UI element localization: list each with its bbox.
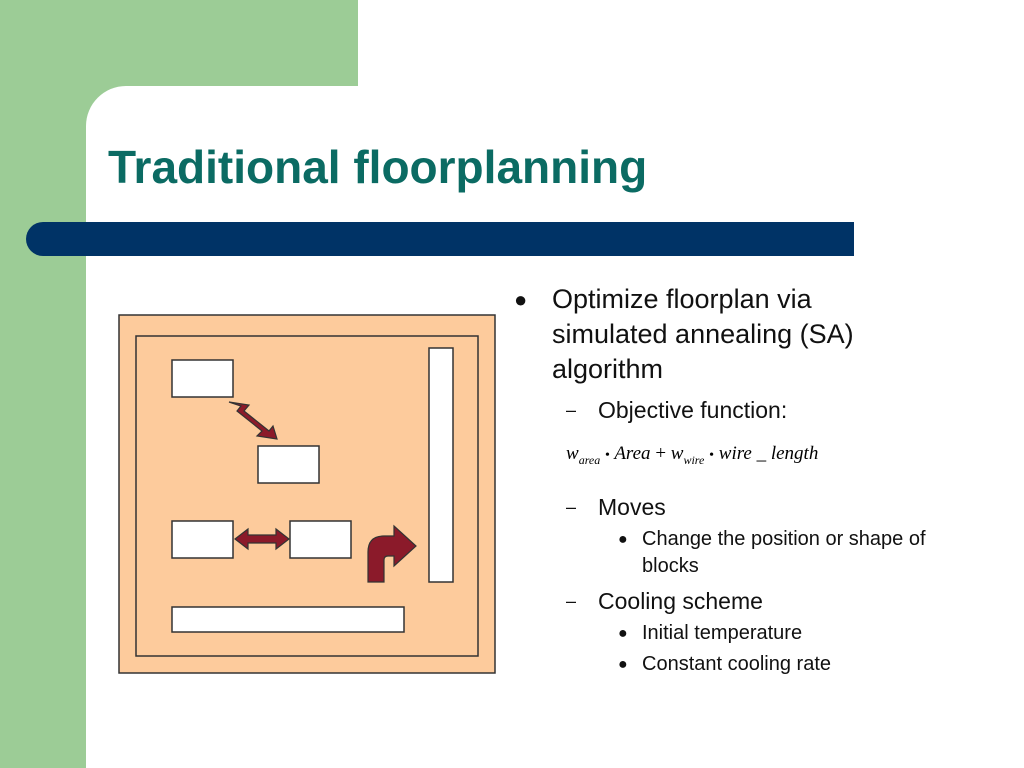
block-c — [171, 520, 234, 559]
title-underline-bar — [26, 222, 854, 256]
formula-area: Area — [614, 443, 651, 464]
formula-wire-length: wire _ length — [718, 443, 819, 464]
moves-label: Moves — [598, 493, 666, 520]
formula-w1: w — [566, 443, 579, 464]
cooling-item-text: Initial temperature — [642, 621, 803, 644]
bullet-main: ● Optimize floorplan via simulated annea… — [514, 282, 934, 387]
turn-arrow-icon — [367, 524, 417, 583]
green-left-band — [0, 0, 86, 768]
bullet-cooling: – Cooling scheme — [514, 586, 934, 616]
dash-icon: – — [566, 496, 577, 517]
objective-formula: warea • Area + wwire • wire _ length — [566, 443, 934, 468]
formula-dot1: • — [605, 448, 610, 463]
list-item: ● Initial temperature — [514, 620, 934, 647]
formula-dot2: • — [709, 448, 715, 463]
diagonal-double-arrow-icon — [228, 401, 278, 440]
bullet-moves: – Moves — [514, 492, 934, 522]
bullet-main-text: Optimize floorplan via simulated anneali… — [552, 284, 854, 384]
list-item: ● Constant cooling rate — [514, 651, 934, 678]
bullet-dot-icon: ● — [514, 287, 528, 312]
slide-title: Traditional floorplanning — [108, 141, 648, 193]
horizontal-double-arrow-icon — [234, 527, 290, 551]
objective-label: Objective function: — [598, 397, 788, 423]
moves-item-text: Change the position or shape of blocks — [642, 527, 926, 577]
bullet-objective: – Objective function: — [514, 395, 934, 425]
cooling-item-text: Constant cooling rate — [642, 652, 832, 675]
list-item: ● Change the position or shape of blocks — [514, 526, 934, 580]
dash-icon: – — [566, 400, 577, 420]
formula-sub-wire: wire — [683, 452, 705, 467]
floorplan-inner-boundary — [135, 335, 479, 657]
bullet-dot-icon: ● — [618, 530, 628, 548]
block-d — [289, 520, 352, 559]
formula-w2: w — [670, 443, 684, 464]
cooling-label: Cooling scheme — [598, 587, 763, 614]
bullet-dot-icon: ● — [618, 624, 628, 642]
block-tall — [428, 347, 454, 583]
floorplan-diagram — [118, 314, 496, 674]
bullet-dot-icon: ● — [618, 655, 628, 673]
formula-plus: + — [655, 443, 667, 464]
block-wide — [171, 606, 405, 633]
block-b — [257, 445, 320, 484]
dash-icon: – — [566, 590, 577, 611]
bullet-list: ● Optimize floorplan via simulated annea… — [514, 282, 934, 678]
formula-sub-area: area — [578, 452, 601, 467]
block-a — [171, 359, 234, 398]
